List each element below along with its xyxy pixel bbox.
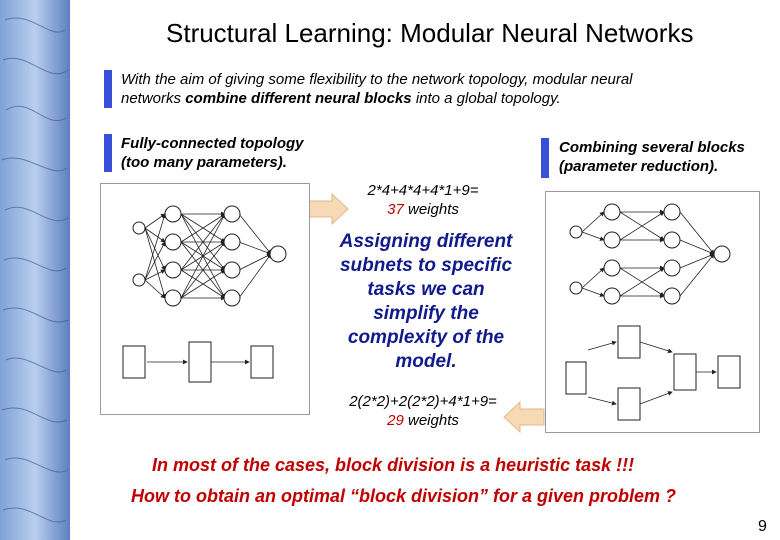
left-arrow-icon — [503, 400, 545, 434]
bottom-weight-count: 29 — [387, 412, 404, 429]
heuristic-note: In most of the cases, block division is … — [152, 455, 635, 475]
top-result: 37 weights — [340, 200, 506, 219]
top-weight-unit: weights — [403, 201, 459, 218]
intro-text-start: With the aim of giving some flexibility … — [121, 71, 633, 107]
bottom-weight-unit: weights — [403, 412, 459, 429]
left-label-line1: Fully-connected topology — [121, 135, 304, 152]
bottom-weights-calculation: 2(2*2)+2(2*2)+4*1+9= 29 weights — [330, 392, 516, 430]
intro-text-bold: combine different neural blocks — [185, 90, 412, 107]
modular-network-diagram — [545, 191, 760, 433]
page-number: 9 — [758, 518, 767, 535]
optimal-division-question: How to obtain an optimal “block division… — [131, 486, 677, 506]
spiral-binding-decoration — [0, 0, 70, 540]
right-label-line1: Combining several blocks — [559, 139, 745, 156]
bottom-result: 29 weights — [330, 411, 516, 430]
bullet-bar-intro — [104, 70, 112, 108]
right-label: Combining several blocks (parameter redu… — [559, 138, 745, 176]
right-label-line2: (parameter reduction). — [559, 158, 719, 175]
bullet-bar-right — [541, 138, 549, 178]
top-weight-count: 37 — [387, 201, 404, 218]
modular-network-graphic — [565, 203, 741, 421]
fully-connected-network-diagram — [100, 183, 310, 415]
intro-text-end: into a global topology. — [411, 90, 561, 107]
top-formula: 2*4+4*4+4*1+9= — [367, 182, 479, 199]
assigning-subnets-note: Assigning different subnets to specific … — [339, 231, 513, 372]
fully-connected-network-graphic — [122, 205, 287, 383]
slide-title: Structural Learning: Modular Neural Netw… — [166, 18, 694, 48]
bottom-formula: 2(2*2)+2(2*2)+4*1+9= — [349, 393, 497, 410]
right-arrow-icon — [307, 192, 349, 226]
left-label-line2: (too many parameters). — [121, 154, 287, 171]
bullet-bar-left — [104, 134, 112, 172]
left-label: Fully-connected topology (too many param… — [121, 134, 304, 172]
top-weights-calculation: 2*4+4*4+4*1+9= 37 weights — [340, 181, 506, 219]
intro-paragraph: With the aim of giving some flexibility … — [121, 70, 681, 108]
